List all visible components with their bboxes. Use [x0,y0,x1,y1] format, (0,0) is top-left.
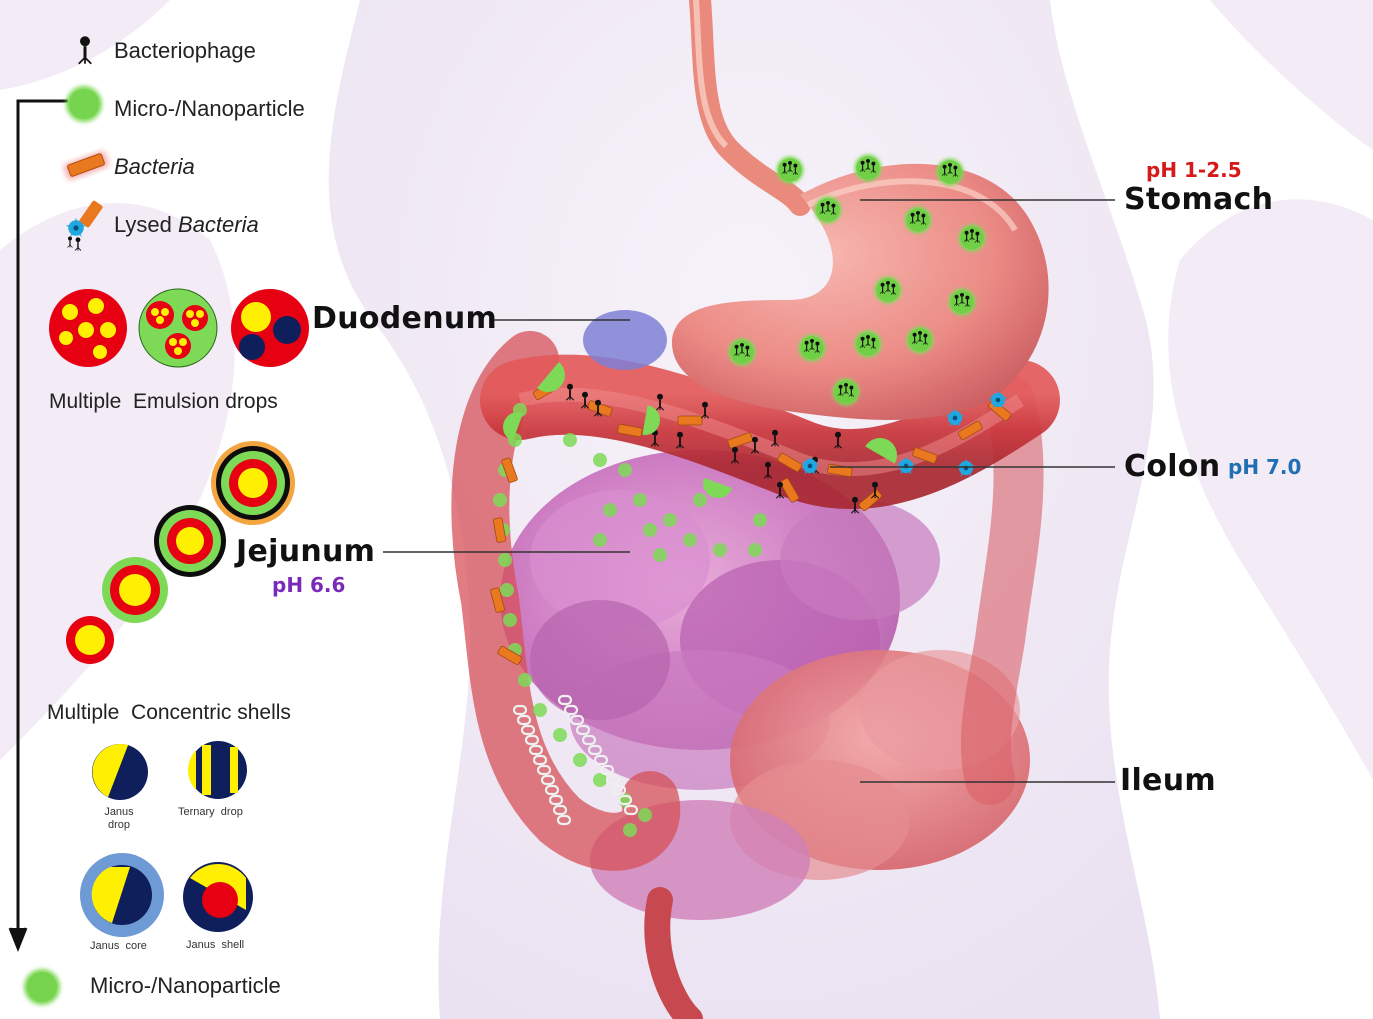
bacterium [678,416,702,425]
particle-dot [643,523,657,537]
bottom-nanoparticle-icon [24,969,60,1005]
particle-dot [693,493,707,507]
particle-dot [593,773,607,787]
phage-particle [833,379,860,406]
phage-particle [937,159,964,186]
janus-core [80,853,164,937]
janus-drop-caption: Janus drop [96,806,142,832]
duodenum [583,310,667,370]
jejunum-ph: pH 6.6 [272,573,345,597]
phage-particle [905,207,932,234]
particle-dot [653,548,667,562]
colon-label: Colon [1124,449,1220,484]
emulsion-drop-1 [49,289,127,367]
phage-particle [907,327,934,354]
particle-dot [500,583,514,597]
particle-dot [683,533,697,547]
concentric-caption: Multiple Concentric shells [47,701,291,725]
particle-dot [493,493,507,507]
phage-particle [799,335,826,362]
particle-dot [518,673,532,687]
janus-shell-caption: Janus shell [186,939,244,952]
janus-drop [92,744,148,800]
particle-dot [553,728,567,742]
particle-dot [593,533,607,547]
legend-bacteriophage-label: Bacteriophage [114,38,256,64]
particle-dot [748,543,762,557]
ternary-drop-caption: Ternary drop [178,806,243,819]
particle-dot [633,493,647,507]
stomach-ph: pH 1-2.5 [1146,158,1242,182]
phage-particle [855,331,882,358]
emulsion-caption: Multiple Emulsion drops [49,390,278,414]
legend-bacteria-label: Bacteria [114,154,195,180]
particle-dot [638,808,652,822]
particle-dot [603,503,617,517]
particle-dot [753,513,767,527]
particle-dot [533,703,547,717]
duodenum-label: Duodenum [312,301,497,336]
ternary-drop [188,741,247,799]
particle-dot [573,753,587,767]
phage-particle [855,155,882,182]
jejunum-label: Jejunum [236,534,375,569]
phage-particle [815,197,842,224]
emulsion-drop-2 [139,289,217,367]
phage-particle [959,225,986,252]
phage-particle [777,157,804,184]
ileum-label: Ileum [1120,763,1216,798]
legend-nanoparticle-label: Micro-/Nanoparticle [114,96,305,122]
particle-dot [618,463,632,477]
stomach-label: Stomach [1124,182,1273,217]
concentric-shell-1 [66,616,114,664]
phage-particle [949,289,976,316]
concentric-shell-4 [211,441,295,525]
janus-shell [183,862,253,932]
concentric-shell-3 [154,505,226,577]
bottom-nanoparticle-label: Micro-/Nanoparticle [90,973,281,999]
legend-lysed-bacteria-label: Lysed Bacteria [114,212,259,238]
particle-dot [713,543,727,557]
nanoparticle-icon [66,86,102,122]
janus-core-caption: Janus core [90,940,147,953]
phage-particle [875,277,902,304]
particle-dot [503,613,517,627]
particle-dot [563,433,577,447]
particle-dot [663,513,677,527]
particle-dot [623,823,637,837]
concentric-shell-2 [102,557,168,623]
bacteria-icon [63,150,110,181]
colon-ph: pH 7.0 [1228,455,1301,479]
phage-particle [729,339,756,366]
emulsion-drop-3 [231,289,309,367]
particle-dot [498,553,512,567]
particle-dot [593,453,607,467]
